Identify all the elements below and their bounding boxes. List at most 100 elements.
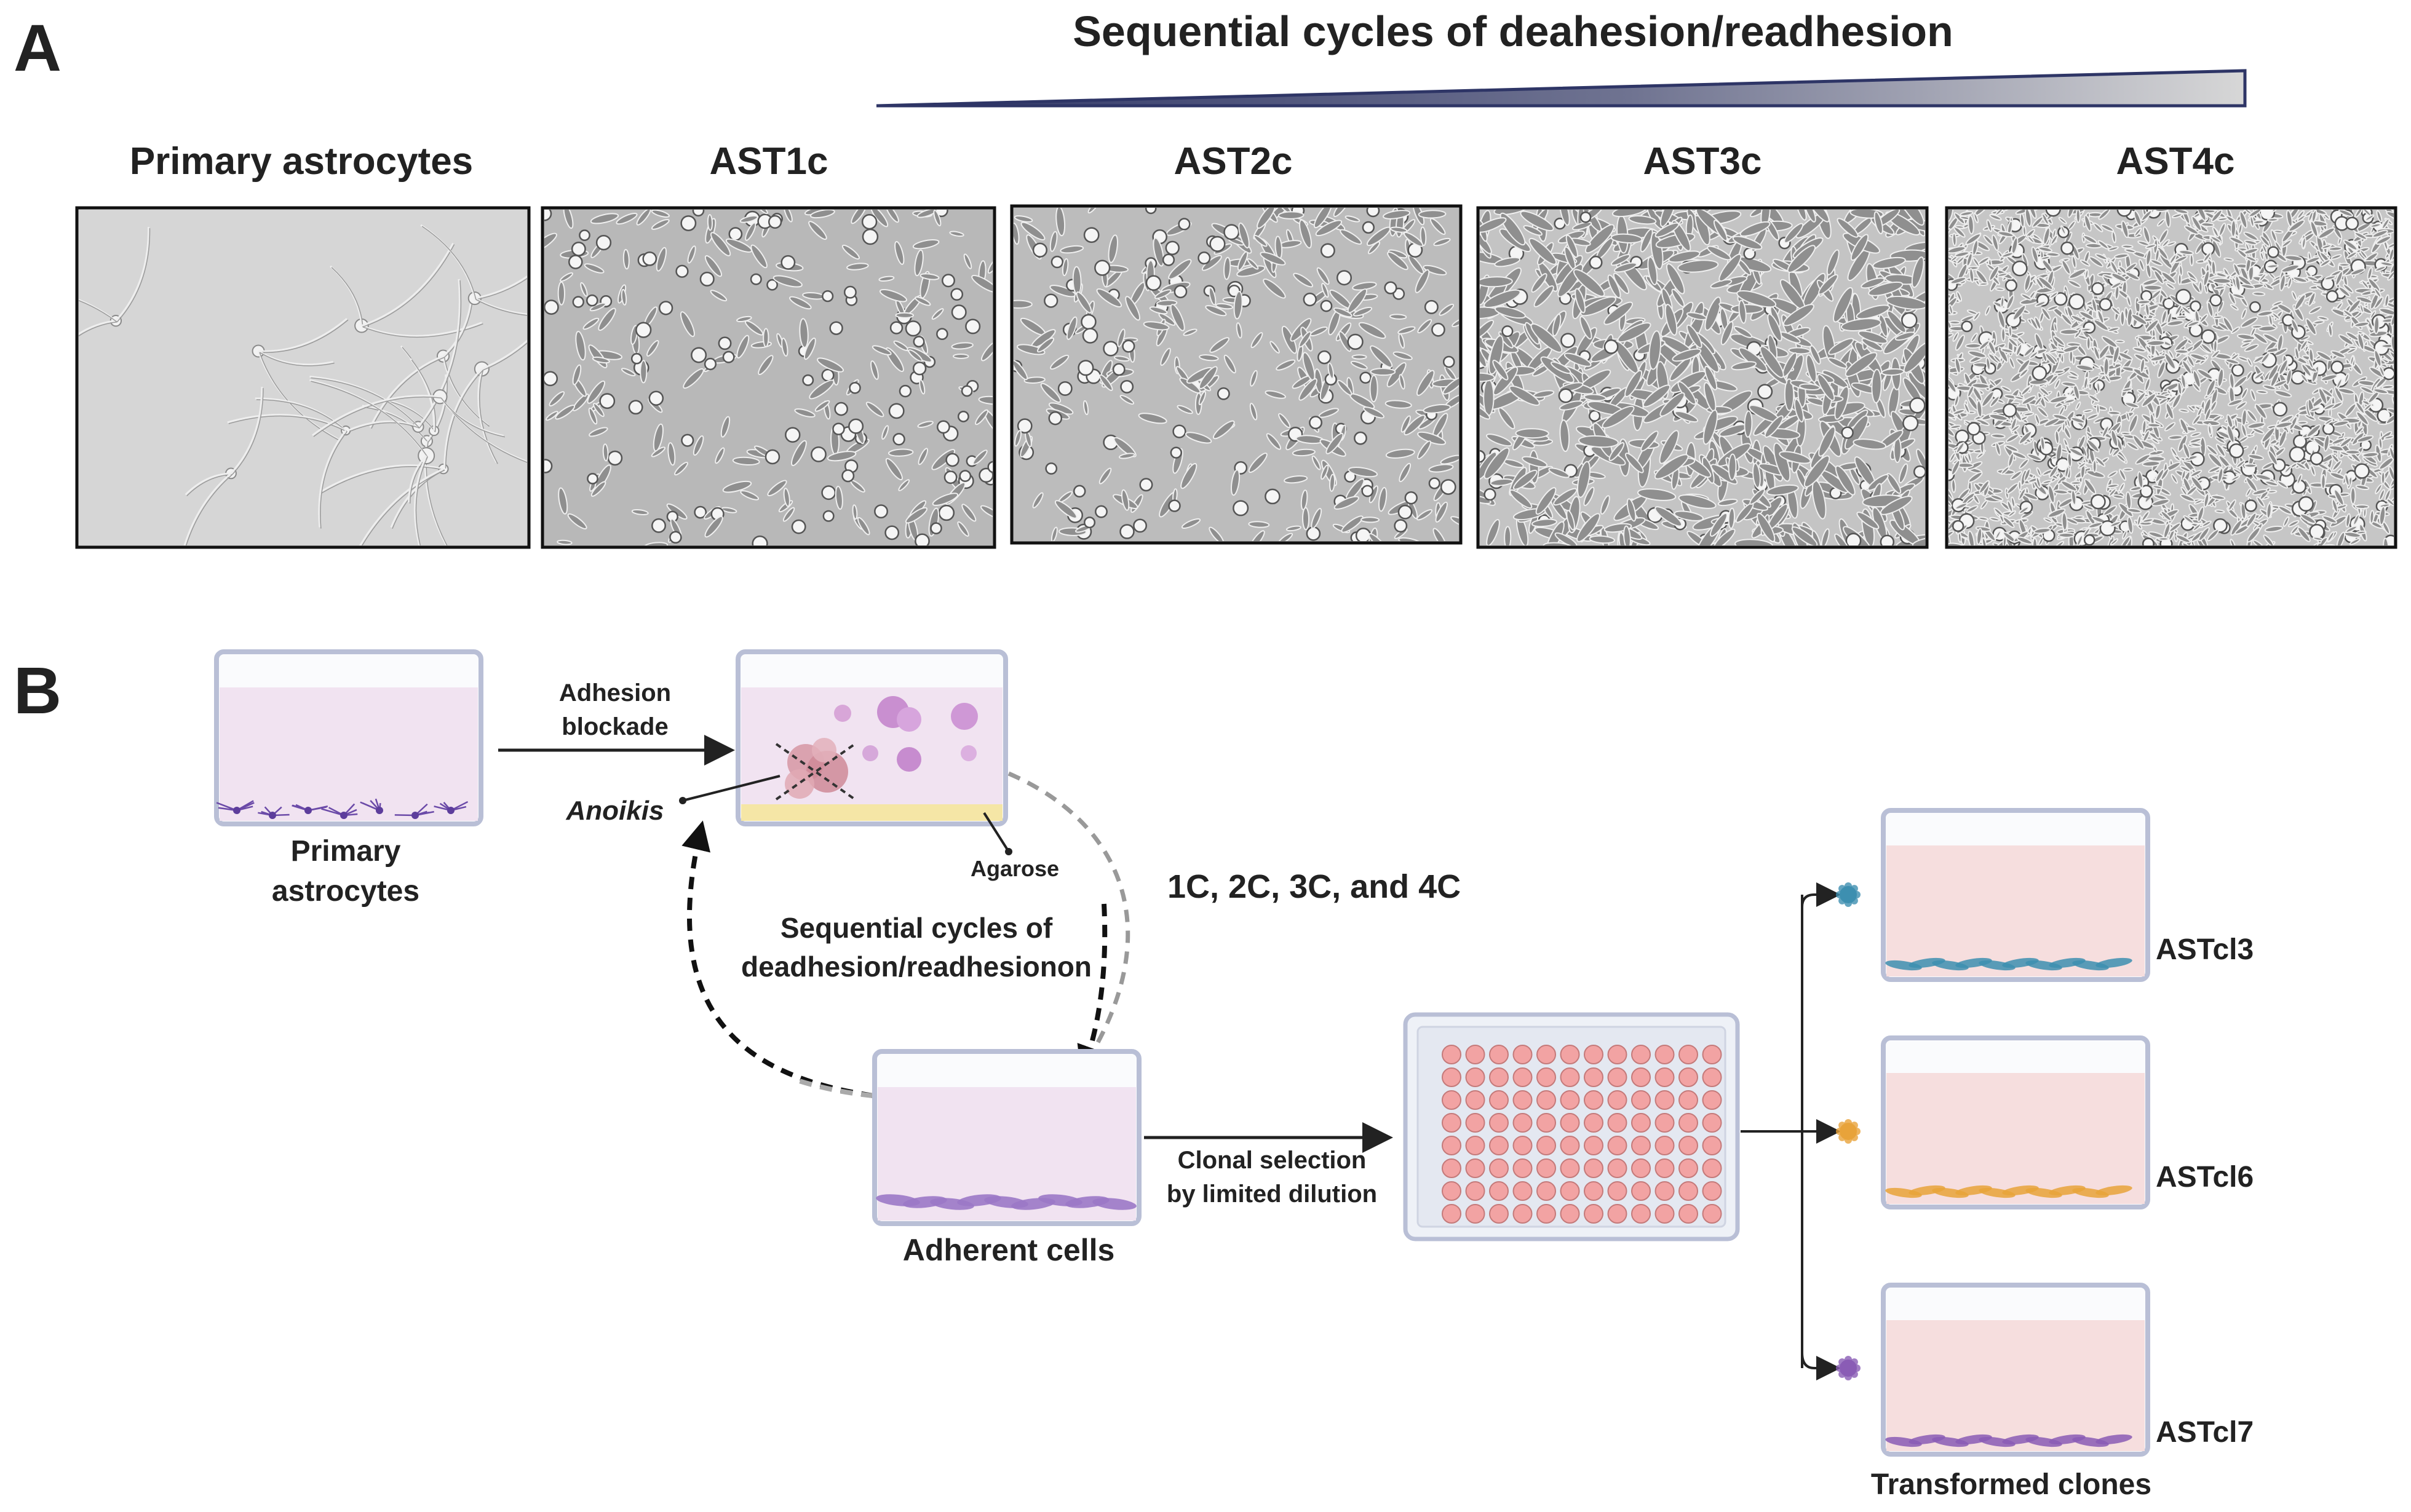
gradient-wedge: [876, 69, 2247, 108]
well: [1631, 1204, 1651, 1224]
micrograph-frame: [75, 206, 531, 549]
well-plate: [1403, 1012, 1740, 1241]
well: [1512, 1045, 1533, 1064]
well: [1465, 1045, 1485, 1064]
transformed-clones-label: Transformed clones: [1871, 1468, 2151, 1501]
adherent-label: Adherent cells: [903, 1233, 1115, 1267]
panel-a: A Sequential cycles of deahesion/readhes…: [14, 7, 2397, 549]
well: [1702, 1158, 1722, 1178]
dish-primary-astrocytes: [214, 649, 483, 826]
panel-a-letter: A: [14, 10, 62, 85]
well: [1584, 1181, 1603, 1201]
well: [1442, 1113, 1461, 1133]
well: [1607, 1136, 1627, 1155]
micrograph-primary-astrocytes: [75, 206, 531, 549]
panel-label-ast1c: AST1c: [710, 140, 828, 183]
well: [1678, 1113, 1698, 1133]
well: [1489, 1204, 1509, 1224]
well: [1442, 1067, 1461, 1087]
cycle-arrow-fade: [792, 1077, 874, 1098]
well: [1536, 1090, 1556, 1110]
anoikis-label: Anoikis: [566, 796, 664, 826]
well: [1631, 1045, 1651, 1064]
well: [1607, 1113, 1627, 1133]
well: [1584, 1158, 1603, 1178]
well: [1607, 1045, 1627, 1064]
agarose-pointer: [983, 812, 1010, 853]
cycle-arrow-down: [1077, 903, 1108, 1076]
well: [1512, 1158, 1533, 1178]
well: [1536, 1113, 1556, 1133]
adhesion-label-line2: blockade: [562, 713, 668, 740]
well: [1654, 1067, 1675, 1087]
micrograph-ast2c: [1010, 204, 1463, 545]
well: [1584, 1090, 1603, 1110]
well: [1442, 1204, 1461, 1224]
well: [1607, 1090, 1627, 1110]
well: [1512, 1181, 1533, 1201]
cycles-label-line1: Sequential cycles of: [780, 912, 1053, 944]
well: [1536, 1045, 1556, 1064]
well: [1678, 1204, 1698, 1224]
cycle-arrow-up: [681, 820, 874, 1098]
clonal-label-line1: Clonal selection: [1178, 1147, 1367, 1174]
well: [1512, 1090, 1533, 1110]
dish-astcl6: [1881, 1035, 2150, 1209]
cycle-arrow-top-gray: [1007, 771, 1130, 1070]
well: [1631, 1136, 1651, 1155]
well: [1536, 1181, 1556, 1201]
micrograph-ast1c: [541, 206, 996, 549]
well: [1465, 1090, 1485, 1110]
dish-astcl7: [1881, 1283, 2150, 1457]
panel-label-primary: Primary astrocytes: [130, 140, 473, 183]
well: [1536, 1204, 1556, 1224]
cycles-label-line2: deadhesion/readhesionon: [741, 951, 1092, 983]
agarose-layer: [741, 804, 1003, 821]
primary-label-line1: Primary: [291, 835, 401, 868]
well: [1442, 1090, 1461, 1110]
well: [1654, 1158, 1675, 1178]
clone-layer-cl3: [1885, 957, 2132, 971]
well: [1678, 1158, 1698, 1178]
well: [1631, 1113, 1651, 1133]
well: [1512, 1136, 1533, 1155]
clonal-label-line2: by limited dilution: [1167, 1181, 1377, 1208]
agarose-label: Agarose: [971, 856, 1059, 881]
well: [1584, 1204, 1603, 1224]
well: [1560, 1136, 1580, 1155]
well: [1702, 1067, 1722, 1087]
well: [1584, 1067, 1603, 1087]
well: [1560, 1067, 1580, 1087]
well: [1489, 1181, 1509, 1201]
well: [1678, 1181, 1698, 1201]
well: [1489, 1158, 1509, 1178]
anoikis-cluster: [775, 738, 856, 801]
dish-astcl3: [1881, 808, 2150, 982]
adhesion-label-line1: Adhesion: [559, 679, 671, 707]
dish-medium: [220, 687, 478, 821]
micrograph-row: Primary astrocytes AST1c AST2c AST3c AST…: [75, 140, 2397, 549]
well: [1489, 1067, 1509, 1087]
gradient-title: Sequential cycles of deahesion/readhesio…: [1073, 7, 1953, 55]
well: [1489, 1136, 1509, 1155]
well: [1702, 1136, 1722, 1155]
well: [1512, 1204, 1533, 1224]
well: [1489, 1045, 1509, 1064]
well: [1678, 1090, 1698, 1110]
well: [1465, 1181, 1485, 1201]
well: [1560, 1158, 1580, 1178]
clone-cell-icon-cl3: [1836, 882, 1861, 907]
well: [1465, 1136, 1485, 1155]
well: [1442, 1136, 1461, 1155]
well: [1560, 1181, 1580, 1201]
well: [1631, 1067, 1651, 1087]
primary-label-line2: astrocytes: [272, 875, 419, 908]
well: [1584, 1136, 1603, 1155]
well: [1678, 1067, 1698, 1087]
clone-label-cl6: ASTcl6: [2156, 1161, 2254, 1193]
well: [1607, 1181, 1627, 1201]
well: [1702, 1204, 1722, 1224]
branch-arrow-cl3: [1801, 882, 1841, 908]
panel-label-ast4c: AST4c: [2116, 140, 2235, 183]
